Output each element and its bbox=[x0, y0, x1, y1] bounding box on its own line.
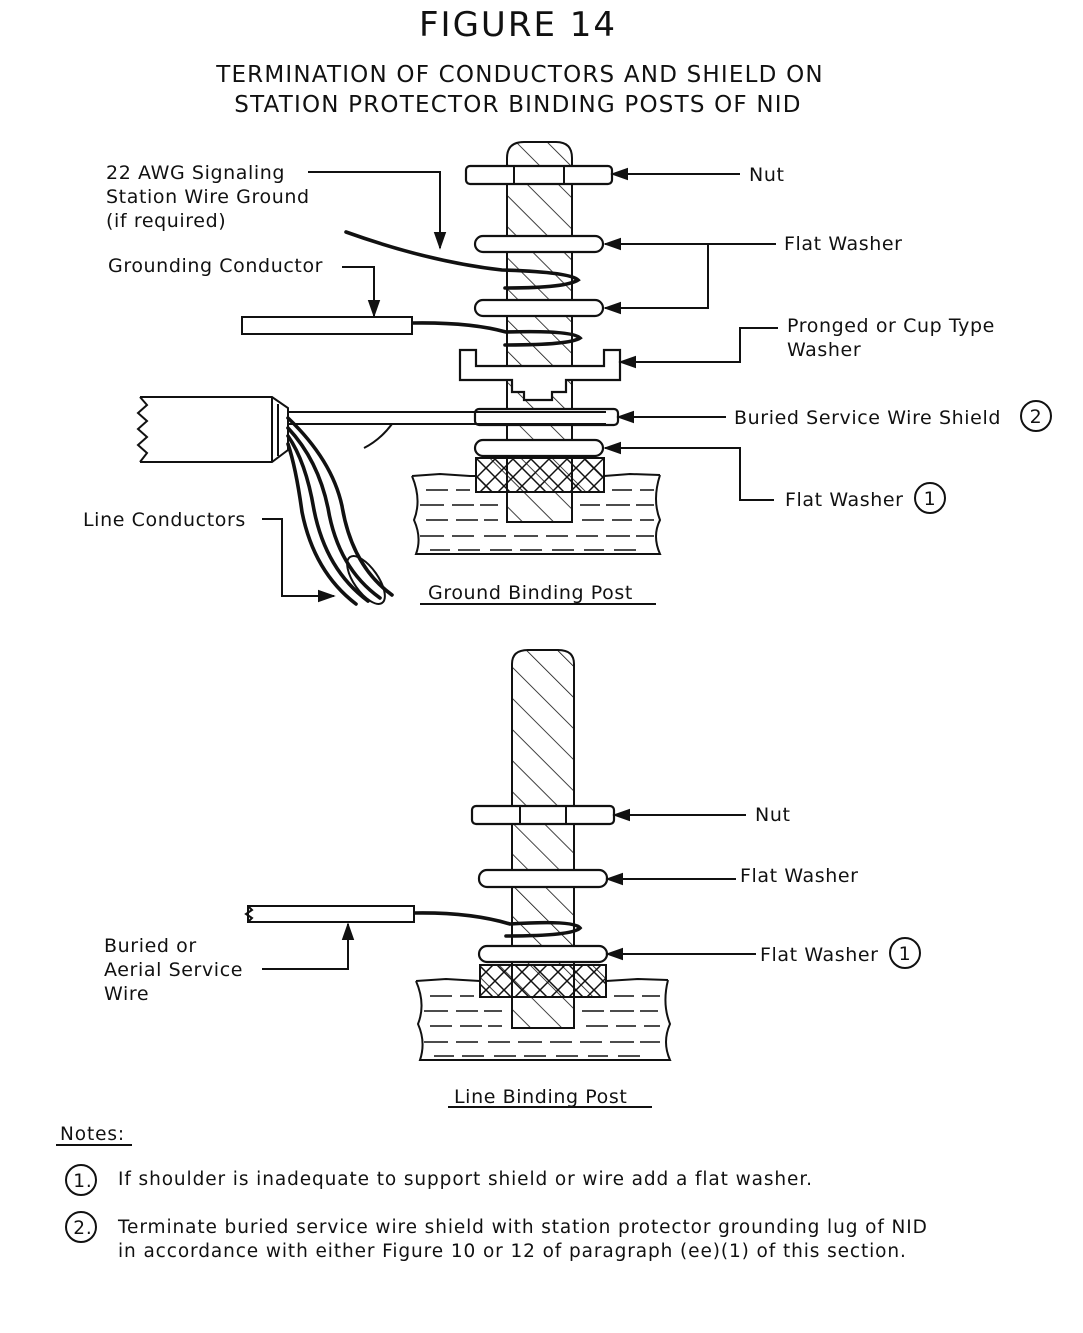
ground-post-caption: Ground Binding Post bbox=[428, 582, 633, 604]
line-label-nut: Nut bbox=[755, 804, 791, 826]
note-1-marker: 1 bbox=[924, 488, 937, 510]
notes-item-2-circle bbox=[65, 1211, 97, 1243]
line-post-flat-washer-noted bbox=[477, 944, 609, 964]
notes-item-1-text: If shoulder is inadequate to support shi… bbox=[118, 1169, 813, 1190]
label-flat-washer: Flat Washer bbox=[784, 233, 903, 255]
notes-item-1-circle bbox=[65, 1164, 97, 1196]
ground-post-flat-washer-upper bbox=[473, 234, 605, 254]
note-2-marker-circle bbox=[1020, 400, 1052, 432]
ground-post-nut bbox=[464, 164, 614, 186]
line-post-base bbox=[415, 977, 672, 1061]
buried-service-wire bbox=[136, 396, 606, 606]
notes-heading: Notes: bbox=[60, 1124, 125, 1145]
figure-title-line-2: STATION PROTECTOR BINDING POSTS OF NID bbox=[234, 92, 801, 118]
label-buried-shield: Buried Service Wire Shield bbox=[734, 407, 1001, 429]
note-1-marker-circle bbox=[914, 482, 946, 514]
grounding-conductor-jacket bbox=[241, 316, 413, 335]
line-note-1-marker-circle bbox=[889, 937, 921, 969]
label-signaling-wire-3: (if required) bbox=[106, 210, 226, 232]
line-post-leaders bbox=[262, 808, 756, 970]
notes-item-2-text-line-2: in accordance with either Figure 10 or 1… bbox=[118, 1241, 907, 1262]
service-wire bbox=[244, 905, 415, 923]
notes-item-2-marker: 2. bbox=[73, 1218, 92, 1239]
ground-post-pronged-washer bbox=[458, 348, 622, 402]
label-pronged-washer-2: Washer bbox=[787, 339, 861, 361]
label-flat-washer-noted: Flat Washer bbox=[785, 489, 904, 511]
notes-item-1-marker: 1. bbox=[73, 1171, 92, 1192]
line-label-flat-washer: Flat Washer bbox=[740, 865, 859, 887]
line-post-stud bbox=[479, 649, 607, 1029]
label-pronged-washer-1: Pronged or Cup Type bbox=[787, 315, 995, 337]
ground-post-leaders bbox=[262, 167, 778, 603]
label-line-conductors: Line Conductors bbox=[83, 509, 246, 531]
ground-post-base bbox=[411, 472, 662, 555]
figure-number: FIGURE 14 bbox=[419, 5, 617, 45]
notes: Notes: 1. If shoulder is inadequate to s… bbox=[56, 1124, 928, 1262]
label-signaling-wire-1: 22 AWG Signaling bbox=[106, 162, 285, 184]
line-post-flat-washer bbox=[477, 868, 609, 889]
label-signaling-wire-2: Station Wire Ground bbox=[106, 186, 310, 208]
note-2-marker: 2 bbox=[1030, 406, 1043, 428]
ground-post-flat-washer-lower bbox=[473, 298, 605, 318]
figure-title-line-1: TERMINATION OF CONDUCTORS AND SHIELD ON bbox=[215, 62, 824, 88]
line-label-flat-washer-noted: Flat Washer bbox=[760, 944, 879, 966]
line-note-1-marker: 1 bbox=[899, 943, 912, 965]
label-nut: Nut bbox=[749, 164, 785, 186]
line-post-nut bbox=[470, 804, 616, 826]
line-label-service-wire-1: Buried or bbox=[104, 935, 197, 957]
ground-binding-post: 22 AWG Signaling Station Wire Ground (if… bbox=[83, 141, 1052, 606]
label-grounding-conductor: Grounding Conductor bbox=[108, 255, 323, 277]
line-binding-post: Nut Flat Washer Flat Washer 1 Buried or … bbox=[104, 649, 921, 1108]
notes-item-2-text-line-1: Terminate buried service wire shield wit… bbox=[117, 1217, 928, 1238]
line-label-service-wire-3: Wire bbox=[104, 983, 149, 1005]
line-post-caption: Line Binding Post bbox=[454, 1086, 627, 1108]
ground-post-flat-washer-noted bbox=[473, 438, 605, 458]
line-label-service-wire-2: Aerial Service bbox=[104, 959, 243, 981]
